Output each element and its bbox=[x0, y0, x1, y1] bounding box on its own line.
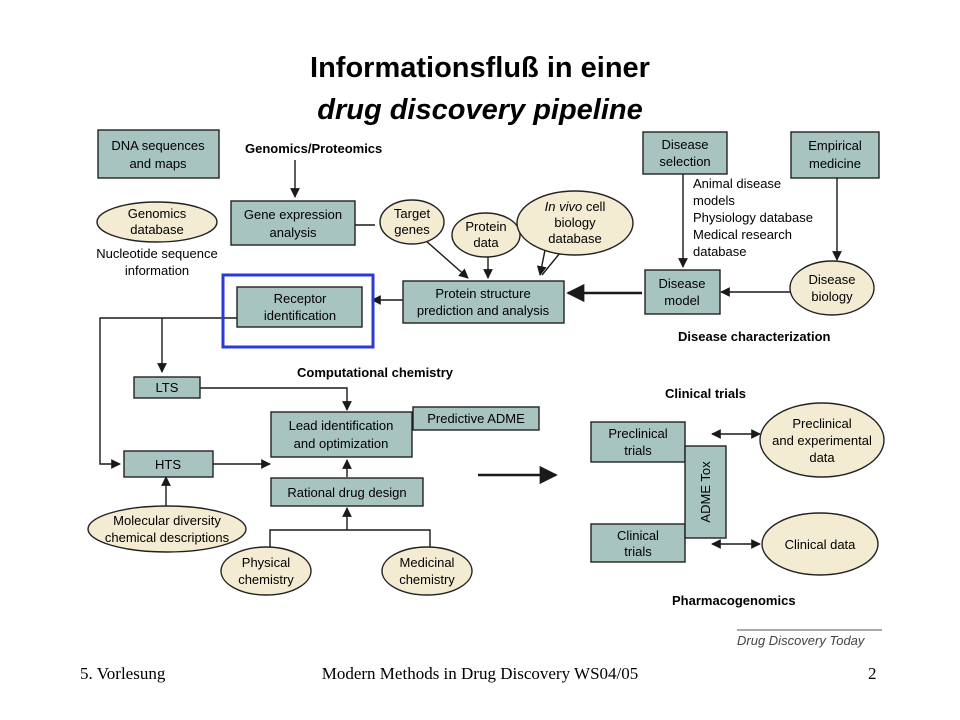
note-animal-line5: database bbox=[693, 244, 747, 259]
box-admetox-label: ADME Tox bbox=[698, 461, 713, 523]
ell-moldiv-line2: chemical descriptions bbox=[105, 530, 230, 545]
box-preclinical-line1: Preclinical bbox=[608, 426, 667, 441]
footer-lecture: 5. Vorlesung bbox=[80, 664, 166, 683]
ell-invivo-line2: biology bbox=[554, 215, 596, 230]
ellipse-medicinal-chemistry: Medicinal chemistry bbox=[381, 546, 473, 596]
ellipse-clinical-data: Clinical data bbox=[761, 512, 879, 576]
box-disease-model-line1: Disease bbox=[659, 276, 706, 291]
box-lts-label: LTS bbox=[156, 380, 179, 395]
ellipse-target-genes: Target genes bbox=[379, 199, 445, 245]
ell-target-line2: genes bbox=[394, 222, 430, 237]
box-preclinical-trials: Preclinical trials bbox=[590, 421, 686, 463]
box-lead-line2: and optimization bbox=[294, 436, 389, 451]
connectors bbox=[99, 160, 842, 552]
box-empirical-medicine: Empirical medicine bbox=[790, 131, 880, 179]
box-lts: LTS bbox=[133, 376, 201, 399]
ell-disease-bio-line1: Disease bbox=[809, 272, 856, 287]
note-animal-disease: Animal disease models Physiology databas… bbox=[693, 176, 813, 259]
slide-title-line2: drug discovery pipeline bbox=[317, 94, 643, 126]
ell-preclin-line2: and experimental bbox=[772, 433, 872, 448]
ell-protein-line1: Protein bbox=[465, 219, 506, 234]
section-computational-label: Computational chemistry bbox=[297, 365, 454, 380]
box-receptor-identification: Receptor identification bbox=[236, 286, 363, 328]
ell-invivo-line3: database bbox=[548, 231, 602, 246]
ellipse-in-vivo-database: In vivo cell biology database bbox=[516, 190, 634, 256]
note-animal-line4: Medical research bbox=[693, 227, 792, 242]
note-nucleotide: Nucleotide sequence information bbox=[96, 246, 217, 278]
footer-course: Modern Methods in Drug Discovery WS04/05 bbox=[321, 664, 639, 683]
slide-title-line1: Informationsfluß in einer bbox=[310, 52, 650, 84]
box-protein-line2: prediction and analysis bbox=[417, 303, 550, 318]
box-dna-line2: and maps bbox=[129, 156, 187, 171]
box-empirical-line2: medicine bbox=[809, 156, 861, 171]
box-adme-tox: ADME Tox bbox=[684, 445, 727, 539]
box-preclinical-line2: trials bbox=[624, 443, 652, 458]
box-disease-sel-line2: selection bbox=[659, 154, 710, 169]
ell-clindata-label: Clinical data bbox=[785, 537, 857, 552]
box-rational-drug-design: Rational drug design bbox=[270, 477, 424, 507]
ell-physical-line2: chemistry bbox=[238, 572, 294, 587]
box-rational-label: Rational drug design bbox=[287, 485, 406, 500]
note-animal-line1: Animal disease bbox=[693, 176, 781, 191]
ellipse-disease-biology: Disease biology bbox=[789, 260, 875, 316]
ellipse-molecular-diversity: Molecular diversity chemical description… bbox=[87, 505, 247, 553]
box-gene-expr-line2: analysis bbox=[270, 225, 317, 240]
section-disease-char-label: Disease characterization bbox=[678, 329, 831, 344]
ell-moldiv-line1: Molecular diversity bbox=[113, 513, 221, 528]
ell-physical-line1: Physical bbox=[242, 555, 291, 570]
ellipse-physical-chemistry: Physical chemistry bbox=[220, 546, 312, 596]
box-disease-model-line2: model bbox=[664, 293, 700, 308]
box-clinical-trials: Clinical trials bbox=[590, 523, 686, 563]
box-lead-line1: Lead identification bbox=[289, 418, 394, 433]
ell-medicinal-line2: chemistry bbox=[399, 572, 455, 587]
box-disease-sel-line1: Disease bbox=[662, 137, 709, 152]
section-pharmacogenomics-label: Pharmacogenomics bbox=[672, 593, 796, 608]
note-nucleotide-line1: Nucleotide sequence bbox=[96, 246, 217, 261]
receptor-highlight-frame bbox=[221, 273, 375, 349]
box-disease-model: Disease model bbox=[644, 269, 721, 315]
ellipse-genomics-database: Genomics database bbox=[96, 201, 218, 243]
ell-invivo-italic: In vivo bbox=[545, 199, 583, 214]
section-clinical-label: Clinical trials bbox=[665, 386, 746, 401]
footer-page-number: 2 bbox=[868, 664, 877, 683]
box-receptor-line1: Receptor bbox=[274, 291, 327, 306]
box-hts-label: HTS bbox=[155, 457, 181, 472]
box-lead-identification: Lead identification and optimization bbox=[270, 411, 413, 458]
ellipse-protein-data: Protein data bbox=[451, 212, 521, 258]
box-gene-expr-line1: Gene expression bbox=[244, 207, 342, 222]
note-animal-line3: Physiology database bbox=[693, 210, 813, 225]
box-adme-label: Predictive ADME bbox=[427, 411, 525, 426]
note-nucleotide-line2: information bbox=[125, 263, 189, 278]
ell-preclin-line3: data bbox=[809, 450, 835, 465]
box-hts: HTS bbox=[123, 450, 214, 478]
ellipse-preclinical-experimental-data: Preclinical and experimental data bbox=[759, 402, 885, 478]
section-genomics-label: Genomics/Proteomics bbox=[245, 141, 382, 156]
source-credit: Drug Discovery Today bbox=[737, 633, 866, 648]
ell-protein-line2: data bbox=[473, 235, 499, 250]
box-disease-selection: Disease selection bbox=[642, 131, 728, 175]
ell-invivo-cell: cell bbox=[582, 199, 605, 214]
box-gene-expression: Gene expression analysis bbox=[230, 200, 356, 246]
ell-genomics-line2: database bbox=[130, 222, 184, 237]
ell-target-line1: Target bbox=[394, 206, 431, 221]
ell-medicinal-line1: Medicinal bbox=[400, 555, 455, 570]
note-animal-line2: models bbox=[693, 193, 735, 208]
box-clinical-line2: trials bbox=[624, 544, 652, 559]
svg-text:In vivo cell: In vivo cell bbox=[545, 199, 606, 214]
box-receptor-line2: identification bbox=[264, 308, 336, 323]
ell-genomics-line1: Genomics bbox=[128, 206, 187, 221]
box-predictive-adme: Predictive ADME bbox=[412, 406, 540, 431]
box-protein-line1: Protein structure bbox=[435, 286, 530, 301]
box-protein-structure: Protein structure prediction and analysi… bbox=[402, 280, 565, 324]
ell-preclin-line1: Preclinical bbox=[792, 416, 851, 431]
ell-disease-bio-line2: biology bbox=[811, 289, 853, 304]
box-empirical-line1: Empirical bbox=[808, 138, 862, 153]
box-dna-sequences: DNA sequences and maps bbox=[97, 129, 220, 179]
box-clinical-line1: Clinical bbox=[617, 528, 659, 543]
box-dna-line1: DNA sequences bbox=[111, 138, 205, 153]
